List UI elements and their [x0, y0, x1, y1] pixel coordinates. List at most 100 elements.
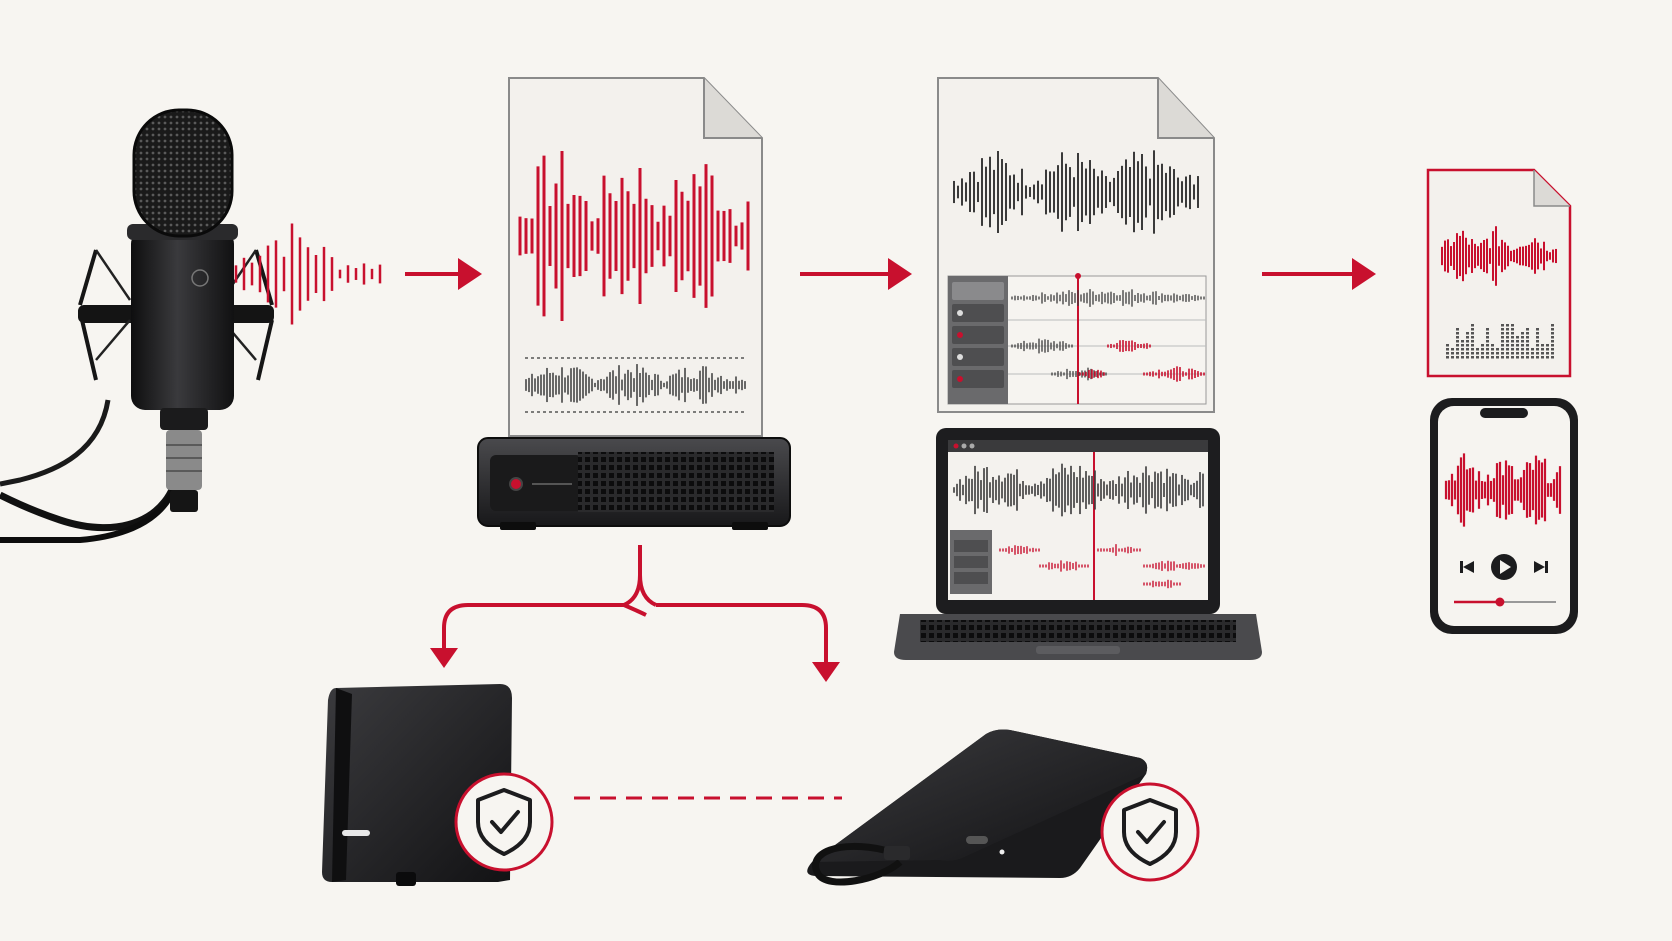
play-icon[interactable] [1491, 554, 1517, 580]
meter-cell [1456, 332, 1459, 335]
meter-cell [1466, 336, 1469, 339]
meter-cell [1511, 324, 1514, 327]
meter-cell [1491, 348, 1494, 351]
meter-cell [1476, 356, 1479, 359]
meter-cell [1456, 356, 1459, 359]
meter-cell [1531, 352, 1534, 355]
meter-cell [1526, 336, 1529, 339]
meter-cell [1536, 344, 1539, 347]
meter-cell [1471, 356, 1474, 359]
edge-microphone-to-raw-recording [405, 258, 482, 290]
meter-cell [1501, 344, 1504, 347]
meter-cell [1551, 340, 1554, 343]
waveform-gray [953, 150, 1199, 234]
meter-cell [1506, 332, 1509, 335]
meter-cell [1506, 356, 1509, 359]
meter-cell [1531, 356, 1534, 359]
sound-wave [234, 223, 382, 325]
meter-cell [1471, 324, 1474, 327]
meter-cell [1471, 352, 1474, 355]
meter-cell [1486, 348, 1489, 351]
meter-cell [1536, 352, 1539, 355]
meter-cell [1501, 332, 1504, 335]
waveform-red [518, 150, 750, 322]
meter-cell [1461, 356, 1464, 359]
meter-cell [1451, 356, 1454, 359]
shield-check-icon [1122, 798, 1178, 866]
shield-badge [1100, 782, 1200, 882]
meter-cell [1511, 336, 1514, 339]
meter-cell [1481, 352, 1484, 355]
meter-cell [1466, 340, 1469, 343]
meter-cell [1486, 356, 1489, 359]
meter-cell [1551, 348, 1554, 351]
meter-cell [1521, 348, 1524, 351]
edge-raw-recording-to-multitrack-session [800, 258, 912, 290]
meter-cell [1446, 344, 1449, 347]
meter-cell [1456, 328, 1459, 331]
smartphone-icon [1430, 398, 1578, 634]
meter-cell [1481, 348, 1484, 351]
node-multitrack-session [937, 77, 1215, 413]
meter-cell [1486, 340, 1489, 343]
meter-cell [1516, 336, 1519, 339]
skip-forward-icon[interactable] [1534, 561, 1548, 573]
meter-cell [1506, 324, 1509, 327]
meter-cell [1466, 332, 1469, 335]
meter-cell [1516, 344, 1519, 347]
meter-cell [1491, 356, 1494, 359]
meter-cell [1546, 356, 1549, 359]
node-portable-backup-drive [807, 729, 1200, 886]
meter-cell [1471, 344, 1474, 347]
meter-cell [1481, 344, 1484, 347]
studio-microphone-icon [0, 108, 274, 543]
skip-back-icon[interactable] [1460, 561, 1474, 573]
meter-cell [1486, 328, 1489, 331]
meter-cell [1501, 336, 1504, 339]
meter-cell [1516, 340, 1519, 343]
meter-cell [1506, 340, 1509, 343]
edge-multitrack-session-to-final-export [1262, 258, 1376, 290]
meter-cell [1456, 336, 1459, 339]
meter-cell [1511, 352, 1514, 355]
meter-cell [1521, 356, 1524, 359]
meter-cell [1471, 336, 1474, 339]
meter-cell [1526, 356, 1529, 359]
node-audio-interface [477, 437, 791, 530]
meter-cell [1511, 348, 1514, 351]
meter-cell [1511, 344, 1514, 347]
meter-cell [1541, 344, 1544, 347]
meter-cell [1526, 344, 1529, 347]
node-laptop-editor [894, 428, 1262, 660]
meter-cell [1476, 348, 1479, 351]
meter-cell [1461, 352, 1464, 355]
meter-cell [1466, 356, 1469, 359]
meter-cell [1501, 352, 1504, 355]
progress-bar[interactable] [1454, 597, 1556, 607]
meter-cell [1451, 352, 1454, 355]
audio-interface-icon [477, 437, 791, 530]
meter-cell [1491, 344, 1494, 347]
meter-cell [1501, 340, 1504, 343]
node-final-export [1426, 168, 1572, 378]
meter-cell [1521, 336, 1524, 339]
meter-cell [1536, 340, 1539, 343]
waveform-gray [525, 364, 746, 406]
meter-cell [1551, 328, 1554, 331]
meter-cell [1471, 340, 1474, 343]
meter-cell [1466, 344, 1469, 347]
meter-cell [1466, 352, 1469, 355]
meter-cell [1516, 352, 1519, 355]
node-desktop-backup-drive [322, 684, 554, 886]
meter-cell [1456, 344, 1459, 347]
meter-cell [1516, 348, 1519, 351]
meter-cell [1526, 340, 1529, 343]
meter-cell [1521, 332, 1524, 335]
node-microphone [0, 108, 382, 543]
meter-cell [1551, 356, 1554, 359]
meter-cell [1526, 332, 1529, 335]
meter-cell [1551, 324, 1554, 327]
meter-cell [1476, 352, 1479, 355]
